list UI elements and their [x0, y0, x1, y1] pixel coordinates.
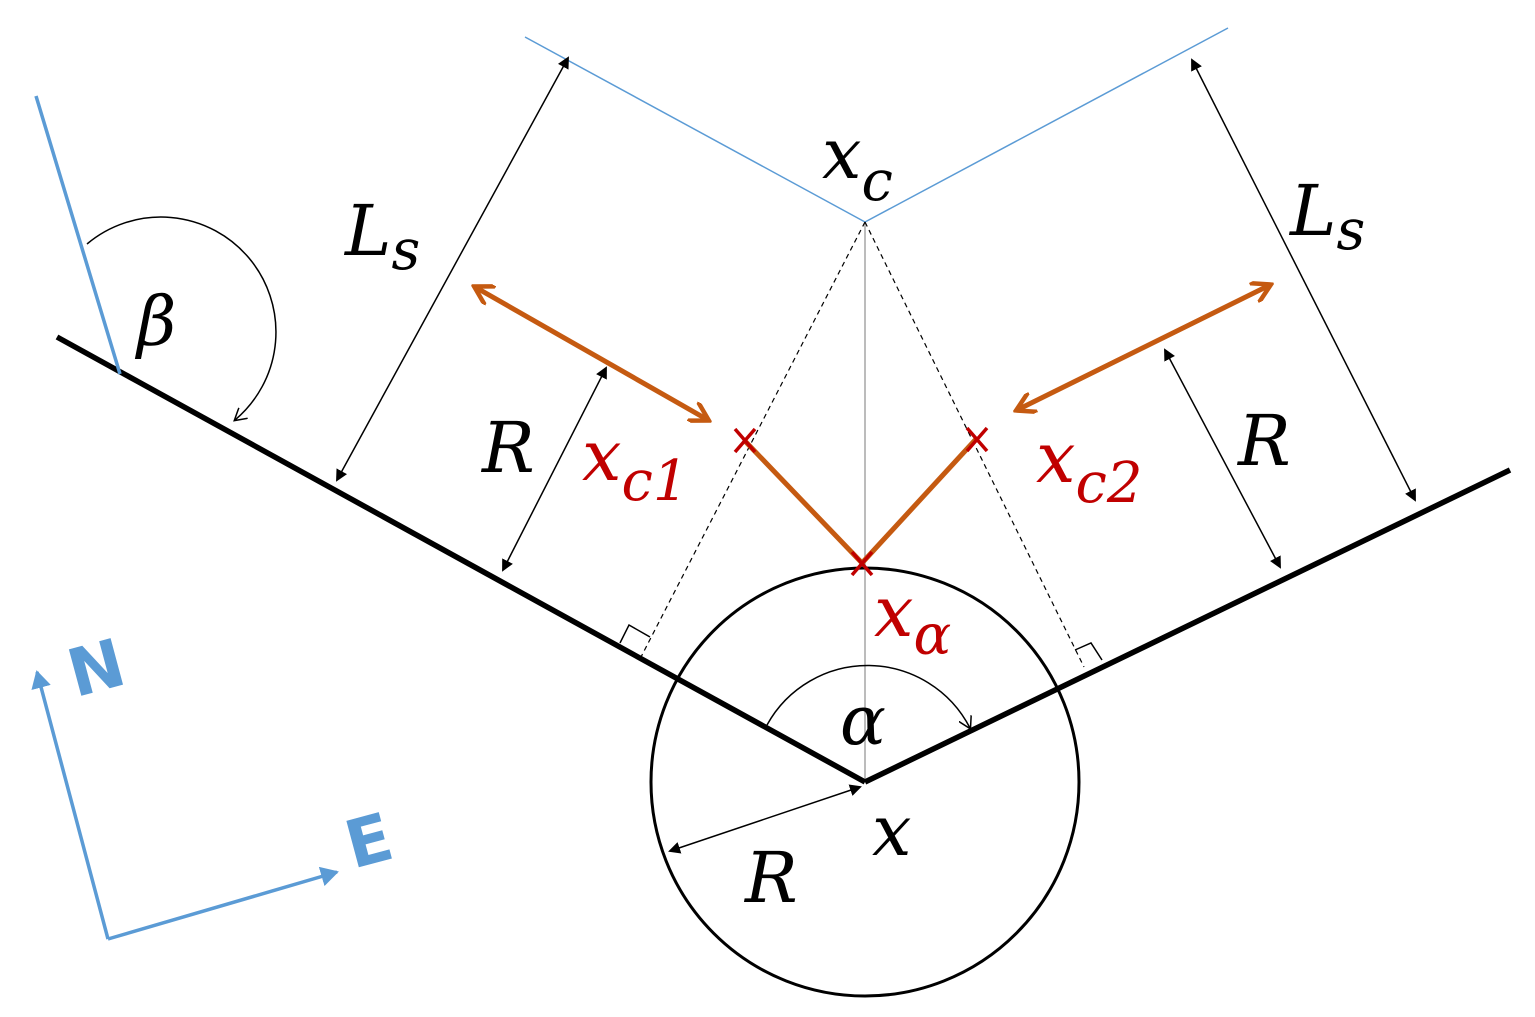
dashed-perpendicular-left — [640, 221, 866, 658]
label-ls-right: Ls — [1288, 170, 1365, 263]
beta-angle-arc — [86, 216, 277, 420]
corridor-edge-left — [524, 36, 866, 223]
right-angle-marker-right — [1074, 642, 1103, 661]
label-beta: β — [134, 283, 176, 362]
label-alpha: α — [840, 682, 886, 761]
label-r-right: R — [1236, 400, 1291, 482]
point-marker-xc1 — [733, 427, 757, 454]
ls-dimension-arrow-right — [1191, 58, 1416, 502]
r-dimension-arrow-bottom — [668, 784, 862, 854]
label-xalpha: xα — [874, 571, 951, 668]
label-r-left: R — [480, 407, 535, 489]
road-segment-right — [863, 467, 1512, 785]
east-arrow — [107, 866, 339, 941]
offset-segment-right — [860, 436, 979, 565]
label-ls-left: Ls — [343, 190, 420, 283]
right-angle-marker-left — [619, 623, 651, 644]
point-marker-xc2 — [965, 426, 989, 453]
label-xc2: xc2 — [1036, 417, 1142, 516]
ls-dimension-arrow-left — [336, 56, 569, 482]
offset-segment-left — [742, 438, 864, 565]
orange-double-arrow-left — [475, 287, 708, 420]
label-x: x — [872, 790, 911, 872]
north-arrow — [31, 670, 110, 940]
road-segment-left — [55, 334, 867, 785]
label-r-bottom: R — [743, 837, 798, 919]
heading-line — [34, 95, 122, 375]
label-east: E — [337, 798, 400, 884]
point-marker-xalpha — [850, 550, 874, 577]
label-xc: xc — [822, 113, 893, 214]
label-north: N — [60, 624, 133, 713]
alpha-angle-arc — [766, 664, 970, 728]
label-xc1: xc1 — [582, 415, 688, 514]
corridor-edge-right — [864, 27, 1229, 223]
orange-double-arrow-right — [1017, 285, 1270, 410]
